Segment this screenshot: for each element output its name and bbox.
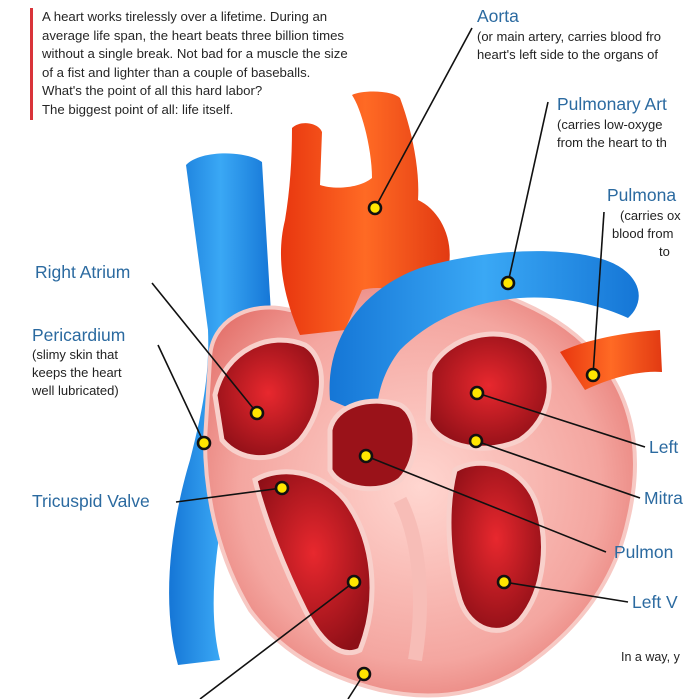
label-aorta: Aorta bbox=[477, 6, 519, 26]
marker-pulm-artery bbox=[500, 275, 516, 291]
left-ventricle bbox=[446, 460, 546, 633]
intro-line: without a single break. Not bad for a mu… bbox=[42, 46, 348, 62]
leader-right-ventricle bbox=[199, 581, 355, 699]
marker-aorta bbox=[367, 200, 383, 216]
leader-mitral bbox=[475, 440, 641, 499]
intro-line: What's the point of all this hard labor? bbox=[42, 83, 263, 99]
marker-pericardium bbox=[196, 435, 212, 451]
leader-right-atrium bbox=[151, 282, 258, 414]
marker-apex bbox=[356, 666, 372, 682]
pulmonary-valve-chamber bbox=[327, 398, 418, 492]
intro-line: average life span, the heart beats three… bbox=[42, 27, 345, 43]
right-atrium bbox=[212, 337, 324, 461]
label-right-atrium: Right Atrium bbox=[35, 262, 131, 282]
pulmonary-artery bbox=[329, 251, 639, 420]
aorta-desc-line: heart's left side to the organs of bbox=[477, 47, 658, 62]
footer-text: In a way, y bbox=[621, 650, 680, 664]
pericardium-desc-line: well lubricated) bbox=[32, 383, 119, 398]
leader-pulm-vein bbox=[592, 211, 605, 376]
leader-pericardium bbox=[157, 344, 205, 444]
intro-text: A heart works tirelessly over a lifetime… bbox=[30, 8, 412, 120]
leader-left-atrium bbox=[476, 392, 646, 448]
leader-left-ventricle bbox=[503, 581, 629, 603]
pericardium-desc-line: (slimy skin that bbox=[32, 347, 118, 362]
intro-line: The biggest point of all: life itself. bbox=[42, 101, 234, 117]
pulm-vein-desc-line: to bbox=[659, 244, 670, 259]
label-tricuspid-valve: Tricuspid Valve bbox=[32, 491, 150, 511]
marker-left-ventricle bbox=[496, 574, 512, 590]
aorta-desc-line: (or main artery, carries blood fro bbox=[477, 29, 661, 44]
pulm-artery-desc-line: from the heart to th bbox=[557, 135, 667, 150]
pulmonary-vein bbox=[560, 330, 662, 390]
pulm-vein-desc-line: blood from bbox=[612, 226, 674, 241]
marker-pulm-valve bbox=[358, 448, 374, 464]
label-left-ventricle: Left V bbox=[632, 592, 678, 612]
marker-mitral bbox=[468, 433, 484, 449]
leader-pulm-artery bbox=[507, 101, 549, 284]
intro-line: A heart works tirelessly over a lifetime… bbox=[42, 9, 328, 24]
label-pulmonary-valve: Pulmon bbox=[614, 542, 674, 562]
pulm-artery-desc-line: (carries low-oxyge bbox=[557, 117, 663, 132]
label-left-atrium: Left bbox=[649, 437, 679, 457]
marker-tricuspid bbox=[274, 480, 290, 496]
label-pulmonary-vein: Pulmona bbox=[607, 185, 677, 205]
label-mitral-valve: Mitra bbox=[644, 488, 683, 508]
marker-right-ventricle bbox=[346, 574, 362, 590]
label-pericardium: Pericardium bbox=[32, 325, 126, 345]
pulm-vein-desc-line: (carries ox bbox=[620, 208, 681, 223]
leader-tricuspid bbox=[175, 487, 283, 503]
right-ventricle bbox=[252, 469, 375, 656]
pericardium-desc-line: keeps the heart bbox=[32, 365, 122, 380]
septum bbox=[393, 496, 427, 662]
leader-pulm-valve bbox=[365, 455, 607, 553]
label-pulmonary-artery: Pulmonary Art bbox=[557, 94, 667, 114]
marker-left-atrium bbox=[469, 385, 485, 401]
intro-line: of a fist and lighter than a couple of b… bbox=[42, 64, 311, 80]
left-atrium bbox=[425, 331, 552, 451]
marker-pulm-vein bbox=[585, 367, 601, 383]
marker-right-atrium bbox=[249, 405, 265, 421]
leader-aorta bbox=[374, 27, 473, 209]
